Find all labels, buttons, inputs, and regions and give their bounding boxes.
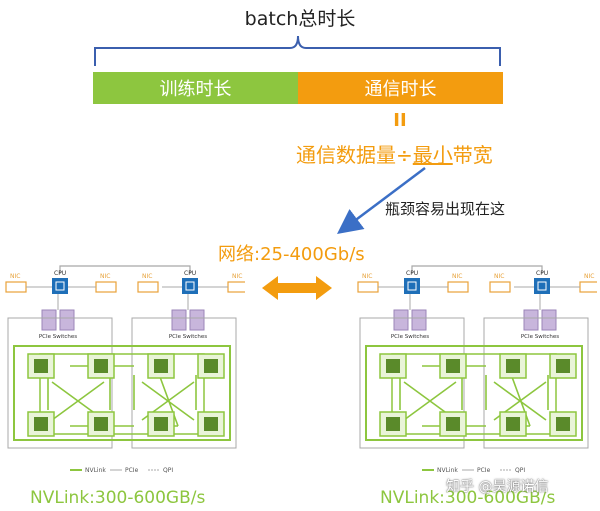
bottleneck-note: 瓶颈容易出现在这 (385, 200, 506, 218)
nic-right-2-label: NIC (584, 273, 594, 280)
cpu-left (404, 278, 420, 294)
pcie-switch-left-a (41, 309, 57, 331)
cpu-right-grid (537, 281, 547, 291)
nvlink-bandwidth-left: NVLink:300-600GB/s (30, 488, 206, 508)
gpu-die (446, 417, 460, 431)
gpu-die (556, 417, 570, 431)
gpu-die (94, 359, 108, 373)
gpu-die (386, 359, 400, 373)
watermark: 知乎 @昊源诺信 (446, 479, 549, 495)
pcie-frame-right (131, 317, 237, 449)
network-bandwidth-label: 网络:25-400Gb/s (218, 244, 365, 265)
pcie-switch-right-b (189, 309, 205, 331)
nic-left-1-label: NIC (10, 273, 20, 280)
nvlink-mesh-outer (13, 345, 231, 441)
nvlink-cross (51, 381, 195, 421)
pcie-frame-left (7, 317, 113, 449)
pcie-switch-left-b (411, 309, 427, 331)
nic-right-1 (489, 281, 511, 293)
nvlink-bandwidth-right: NVLink:300-600GB/s (380, 488, 556, 508)
nvlink-mesh-inner (391, 353, 557, 435)
cpu-left-grid (407, 281, 417, 291)
legend-qpi: QPI (163, 467, 173, 474)
gpu-die (154, 417, 168, 431)
gpu-chip (549, 411, 577, 437)
batch-total-time-title: batch总时长 (244, 8, 356, 30)
gpu-die (386, 417, 400, 431)
nic-left-2 (95, 281, 117, 293)
training-time-bar: 训练时长 (93, 72, 298, 104)
nic-left-1-label: NIC (362, 273, 372, 280)
cpu-right (534, 278, 550, 294)
nvlink-mesh-inner (39, 353, 205, 435)
gpu-die (506, 359, 520, 373)
qpi-link (411, 265, 543, 274)
formula-part1: 通信数据量÷ (296, 143, 413, 167)
gpu-die (506, 417, 520, 431)
gpu-die (204, 359, 218, 373)
pcie-frame-left (359, 317, 465, 449)
cpu-left-label: CPU (54, 270, 66, 277)
legend-qpi: QPI (515, 467, 525, 474)
nic-right-2 (579, 281, 597, 293)
pcie-switch-left-a (393, 309, 409, 331)
gpu-die (34, 359, 48, 373)
gpu-die (154, 359, 168, 373)
legend-nvlink: NVLink (437, 467, 458, 474)
nic-left-2-label: NIC (452, 273, 462, 280)
double-arrow-icon (262, 276, 332, 300)
formula-min: 最小 (412, 143, 453, 167)
server-node-left: NIC NIC NIC NIC CPU CPU PCIe Switches PCIe Swit… (5, 265, 245, 474)
cpu-right (182, 278, 198, 294)
cpu-left (52, 278, 68, 294)
pcie-switch-left-label: PCIe Switches (39, 334, 77, 340)
pcie-switch-right-a (523, 309, 539, 331)
pcie-switch-right-label: PCIe Switches (521, 334, 559, 340)
formula: 通信数据量÷最小带宽 (296, 139, 493, 168)
pcie-switch-right-a (171, 309, 187, 331)
formula-part3: 带宽 (452, 143, 493, 167)
cpu-left-label: CPU (406, 270, 418, 277)
nvlink-cross (403, 381, 547, 421)
pcie-switch-left-label: PCIe Switches (391, 334, 429, 340)
gpu-chip (27, 353, 55, 379)
cpu-right-grid (185, 281, 195, 291)
gpu-die (556, 359, 570, 373)
legend-nvlink: NVLink (85, 467, 106, 474)
cpu-right-label: CPU (184, 270, 196, 277)
legend-pcie: PCIe (125, 467, 139, 474)
communication-time-bar: 通信时长 (298, 72, 503, 104)
pcie-switch-left-b (59, 309, 75, 331)
nvlink-mesh-outer (365, 345, 583, 441)
gpu-die (204, 417, 218, 431)
gpu-die (34, 417, 48, 431)
server-node-right: NIC NIC NIC NIC CPU CPU PCIe Switches PCIe Swit… (357, 265, 597, 474)
equals-sign: II (393, 110, 407, 131)
bottleneck-arrow (337, 167, 426, 234)
legend-pcie: PCIe (477, 467, 491, 474)
nic-left-1 (5, 281, 27, 293)
gpu-die (446, 359, 460, 373)
nic-right-2-label: NIC (232, 273, 242, 280)
gpu-die (94, 417, 108, 431)
batch-brace (94, 35, 501, 66)
cpu-right-label: CPU (536, 270, 548, 277)
nic-right-2 (227, 281, 245, 293)
nic-left-2 (447, 281, 469, 293)
nic-right-1-label: NIC (494, 273, 504, 280)
cpu-left-grid (55, 281, 65, 291)
pcie-switch-right-label: PCIe Switches (169, 334, 207, 340)
pcie-switch-right-b (541, 309, 557, 331)
nic-left-1 (357, 281, 379, 293)
qpi-link (59, 265, 191, 274)
nic-left-2-label: NIC (100, 273, 110, 280)
nic-right-1-label: NIC (142, 273, 152, 280)
nic-right-1 (137, 281, 159, 293)
pcie-frame-right (483, 317, 589, 449)
